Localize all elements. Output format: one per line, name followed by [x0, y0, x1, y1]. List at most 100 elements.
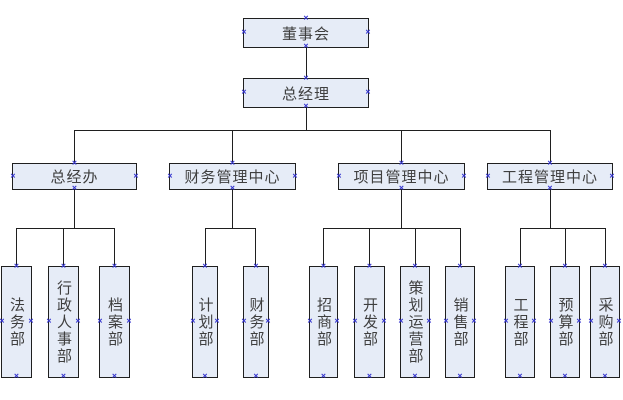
org-node-dept-sales[interactable]: 销售部 ××××: [443, 262, 476, 381]
connection-point-icon: ×: [576, 316, 582, 327]
connector-line: [415, 228, 416, 266]
connection-point-icon: ×: [531, 316, 537, 327]
org-node-label: 财务管理中心: [184, 168, 281, 186]
connector-line: [232, 190, 233, 228]
org-node-dept-admin-hr[interactable]: 行政人事部 ××××: [46, 262, 81, 381]
org-node-dept-development[interactable]: 开发部 ××××: [352, 262, 387, 381]
connector-line: [401, 190, 402, 228]
connection-point-icon: ×: [214, 316, 220, 327]
connector-line: [255, 228, 256, 266]
connection-point-icon: ×: [485, 171, 491, 181]
org-node-label: 销售部: [451, 296, 470, 348]
connection-point-icon: ×: [253, 371, 259, 382]
connection-point-icon: ×: [320, 371, 327, 382]
connection-point-icon: ×: [28, 316, 34, 327]
org-node-label: 法务部: [8, 296, 26, 348]
org-node-dept-finance[interactable]: 财务部 ××××: [241, 262, 271, 381]
org-node-dept-planning[interactable]: 计划部 ××××: [190, 262, 220, 381]
org-node-label: 工程部: [511, 296, 530, 348]
connection-point-icon: ×: [46, 316, 52, 327]
org-node-branch-1[interactable]: 总经办 ××××: [10, 159, 139, 193]
connector-line: [520, 228, 605, 229]
org-node-dept-budget[interactable]: 预算部 ××××: [548, 262, 582, 381]
org-node-label: 财务部: [247, 296, 266, 348]
org-node-dept-legal[interactable]: 法务部 ××××: [0, 262, 34, 381]
connection-point-icon: ×: [548, 316, 554, 327]
connector-line: [323, 228, 324, 266]
org-node-label: 开发部: [361, 296, 379, 348]
connection-point-icon: ×: [241, 87, 247, 98]
org-node-label: 项目管理中心: [353, 168, 450, 186]
connector-line: [63, 228, 64, 266]
org-node-label: 采购部: [596, 296, 615, 348]
org-node-branch-2[interactable]: 财务管理中心 ××××: [167, 159, 298, 193]
connection-point-icon: ×: [457, 371, 463, 382]
org-node-label: 总经理: [281, 84, 330, 103]
org-node-branch-4[interactable]: 工程管理中心 ××××: [485, 159, 615, 193]
connection-point-icon: ×: [111, 371, 118, 382]
org-node-label: 策划运营部: [406, 279, 425, 365]
connection-point-icon: ×: [307, 316, 313, 327]
connection-point-icon: ×: [0, 316, 5, 327]
connection-point-icon: ×: [202, 371, 208, 382]
connection-point-icon: ×: [588, 316, 594, 327]
connection-point-icon: ×: [13, 371, 20, 382]
connector-line: [114, 228, 115, 266]
org-node-label: 计划部: [196, 296, 215, 348]
connector-line: [605, 228, 606, 266]
org-node-dept-archives[interactable]: 档案部 ××××: [97, 262, 132, 381]
connection-point-icon: ×: [616, 316, 622, 327]
org-node-label: 总经办: [50, 168, 99, 186]
connector-line: [232, 130, 233, 163]
connection-point-icon: ×: [609, 171, 615, 181]
connector-line: [460, 228, 461, 266]
connection-point-icon: ×: [167, 171, 173, 181]
connector-line: [74, 130, 551, 131]
connection-point-icon: ×: [10, 171, 16, 181]
org-node-dept-engineering[interactable]: 工程部 ××××: [503, 262, 537, 381]
connection-point-icon: ×: [412, 371, 418, 382]
connector-line: [550, 130, 551, 163]
org-node-label: 招商部: [315, 296, 333, 348]
connector-line: [323, 228, 460, 229]
org-node-label: 档案部: [106, 296, 124, 348]
connection-point-icon: ×: [126, 316, 132, 327]
org-node-label: 工程管理中心: [501, 168, 598, 186]
connection-point-icon: ×: [334, 316, 340, 327]
connection-point-icon: ×: [366, 371, 373, 382]
org-node-label: 预算部: [556, 296, 575, 348]
connection-point-icon: ×: [365, 87, 371, 98]
org-node-general-manager[interactable]: 总经理 ××××: [241, 74, 371, 111]
connector-line: [520, 228, 521, 266]
connection-point-icon: ×: [241, 27, 247, 38]
connector-line: [74, 130, 75, 163]
connection-point-icon: ×: [190, 316, 196, 327]
connection-point-icon: ×: [398, 316, 404, 327]
connection-point-icon: ×: [75, 316, 81, 327]
connection-point-icon: ×: [292, 171, 298, 181]
connection-point-icon: ×: [60, 371, 67, 382]
connection-point-icon: ×: [602, 371, 608, 382]
connection-point-icon: ×: [503, 316, 509, 327]
org-node-label: 行政人事部: [55, 279, 73, 365]
connection-point-icon: ×: [336, 171, 342, 181]
connector-line: [16, 228, 115, 229]
connection-point-icon: ×: [265, 316, 271, 327]
connection-point-icon: ×: [97, 316, 103, 327]
org-node-board[interactable]: 董事会 ××××: [241, 14, 370, 51]
connector-line: [369, 228, 370, 266]
org-node-label: 董事会: [281, 24, 330, 43]
org-node-dept-investment[interactable]: 招商部 ××××: [307, 262, 340, 381]
org-node-dept-planning-operations[interactable]: 策划运营部 ××××: [398, 262, 431, 381]
connection-point-icon: ×: [133, 171, 139, 181]
connection-point-icon: ×: [241, 316, 247, 327]
connector-line: [74, 190, 75, 228]
org-node-dept-procurement[interactable]: 采购部 ××××: [588, 262, 622, 381]
connection-point-icon: ×: [461, 171, 467, 181]
connector-line: [550, 190, 551, 228]
connection-point-icon: ×: [381, 316, 387, 327]
org-node-branch-3[interactable]: 项目管理中心 ××××: [336, 159, 467, 193]
connector-line: [401, 130, 402, 163]
connector-line: [306, 108, 307, 130]
